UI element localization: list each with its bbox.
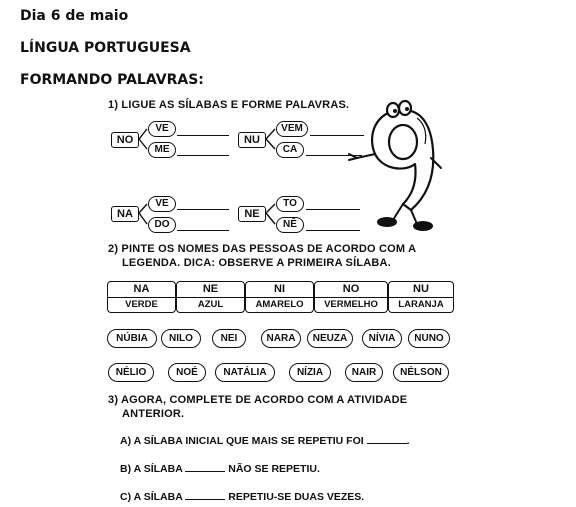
name-bubble[interactable]: NEUZA: [307, 329, 353, 348]
answer-blank[interactable]: [185, 499, 226, 500]
question-c-end: REPETIU-SE DUAS VEZES.: [228, 491, 365, 503]
topic-heading: FORMANDO PALAVRAS:: [20, 72, 204, 88]
legend-color: AZUL: [197, 299, 224, 310]
option-syllable: TO: [276, 196, 304, 212]
legend-color: LARANJA: [398, 299, 444, 310]
option-syllable: VE: [148, 196, 176, 212]
legend-nu: NU LARANJA: [388, 281, 454, 313]
question-b-text: B) A SÍLABA: [120, 463, 183, 475]
option-syllable: VEM: [276, 121, 308, 137]
legend-no: NO VERMELHO: [314, 281, 388, 313]
answer-line[interactable]: [306, 209, 360, 210]
name-bubble[interactable]: NARA: [261, 329, 301, 348]
answer-line[interactable]: [177, 135, 229, 136]
answer-line[interactable]: [177, 230, 229, 231]
answer-line[interactable]: [177, 155, 229, 156]
legend-na: NA VERDE: [107, 281, 176, 313]
legend-syllable: NO: [342, 283, 360, 295]
legend-syllable: NA: [133, 283, 150, 295]
name-bubble[interactable]: NÉLIO: [108, 363, 154, 382]
legend-divider: [177, 297, 244, 298]
date-heading: Dia 6 de maio: [20, 8, 129, 24]
root-syllable: NA: [111, 206, 139, 222]
question-c-text: C) A SÍLABA: [120, 491, 183, 503]
legend-divider: [315, 297, 387, 298]
exercise-2-subtitle: LEGENDA. DICA: OBSERVE A PRIMEIRA SÍLABA…: [122, 257, 391, 269]
root-syllable: NE: [238, 206, 266, 222]
legend-syllable: NI: [274, 283, 285, 295]
legend-ne: NE AZUL: [176, 281, 245, 313]
answer-line[interactable]: [306, 230, 360, 231]
name-bubble[interactable]: NÍVIA: [362, 329, 402, 348]
question-a-text: A) A SÍLABA INICIAL QUE MAIS SE REPETIU …: [120, 435, 364, 447]
root-syllable: NU: [238, 132, 266, 148]
question-a: A) A SÍLABA INICIAL QUE MAIS SE REPETIU …: [120, 435, 410, 447]
question-b-end: NÃO SE REPETIU.: [228, 463, 320, 475]
legend-syllable: NU: [413, 283, 429, 295]
exercise-1-title: 1) LIGUE AS SÍLABAS E FORME PALAVRAS.: [108, 99, 350, 111]
option-syllable: ME: [148, 142, 176, 158]
name-bubble[interactable]: NAIR: [345, 363, 383, 382]
legend-divider: [108, 297, 175, 298]
legend-color: VERDE: [125, 299, 158, 310]
name-bubble[interactable]: NUNO: [408, 329, 450, 348]
root-syllable: NO: [111, 132, 139, 148]
legend-divider: [389, 297, 453, 298]
subject-heading: LÍNGUA PORTUGUESA: [20, 40, 191, 56]
answer-blank[interactable]: [366, 443, 407, 444]
answer-line[interactable]: [306, 155, 362, 156]
question-b: B) A SÍLABA NÃO SE REPETIU.: [120, 463, 320, 475]
number-nine-mascot-icon: [348, 99, 442, 231]
question-a-end: .: [406, 435, 410, 447]
name-bubble[interactable]: NILO: [161, 329, 201, 348]
legend-syllable: NE: [202, 283, 219, 295]
answer-line[interactable]: [177, 209, 229, 210]
option-syllable: CA: [276, 142, 304, 158]
option-syllable: DO: [148, 217, 176, 233]
name-bubble[interactable]: NÍZIA: [289, 363, 331, 382]
legend-color: VERMELHO: [324, 299, 378, 310]
option-syllable: VE: [148, 121, 176, 137]
legend-divider: [246, 297, 313, 298]
legend-color: AMARELO: [255, 299, 304, 310]
answer-line[interactable]: [310, 135, 364, 136]
name-bubble[interactable]: NÉLSON: [393, 363, 449, 382]
name-bubble[interactable]: NATÁLIA: [215, 363, 275, 382]
option-syllable: NÊ: [276, 217, 304, 233]
name-bubble[interactable]: NEI: [212, 329, 246, 348]
exercise-3-title: 3) AGORA, COMPLETE DE ACORDO COM A ATIVI…: [108, 394, 408, 406]
exercise-3-subtitle: ANTERIOR.: [122, 408, 185, 420]
name-bubble[interactable]: NÚBIA: [107, 329, 157, 348]
exercise-2-title: 2) PINTE OS NOMES DAS PESSOAS DE ACORDO …: [108, 243, 417, 255]
name-bubble[interactable]: NOÉ: [168, 363, 206, 382]
answer-blank[interactable]: [185, 471, 226, 472]
question-c: C) A SÍLABA REPETIU-SE DUAS VEZES.: [120, 491, 364, 503]
legend-ni: NI AMARELO: [245, 281, 314, 313]
